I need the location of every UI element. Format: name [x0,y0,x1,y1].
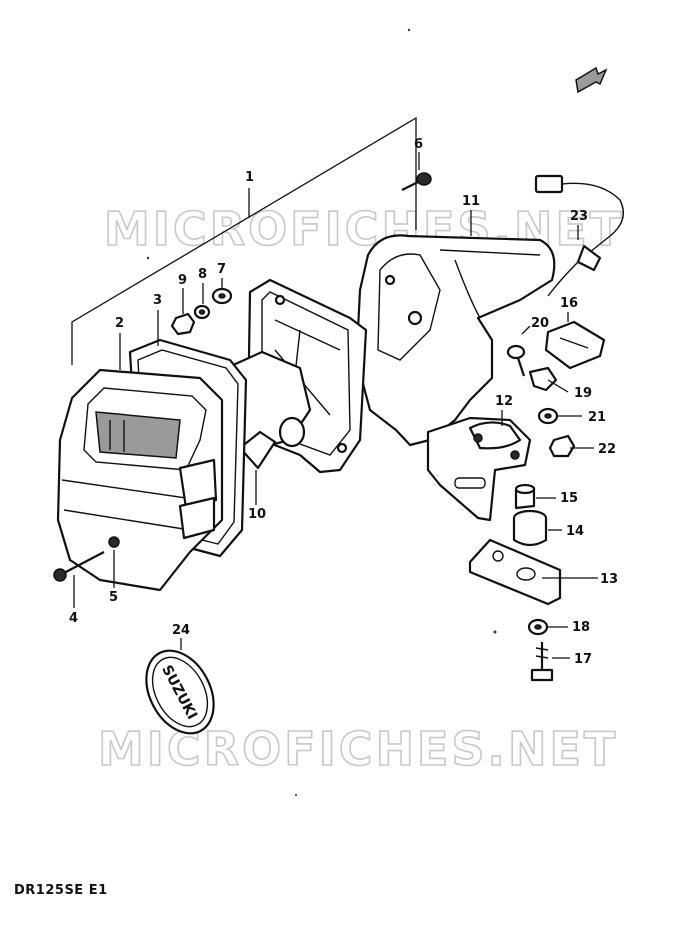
callout-5: 5 [109,590,118,605]
callout-20: 20 [531,316,549,331]
callout-13: 13 [600,572,618,587]
bracket-plate [426,416,532,522]
model-caption: DR125SE E1 [14,883,108,898]
callout-11: 11 [462,194,480,209]
nut-21 [537,407,559,425]
scan-specks [146,28,497,796]
callout-4: 4 [69,611,78,626]
callout-10: 10 [248,507,266,522]
clip-19 [528,366,558,392]
callout-2: 2 [115,316,124,331]
callout-8: 8 [198,267,207,282]
lens-screw [53,551,105,582]
callout-15: 15 [560,491,578,506]
callout-21: 21 [588,410,606,425]
callout-22: 22 [598,442,616,457]
washer-18 [527,618,549,636]
leader-lines [73,152,598,659]
callout-7: 7 [217,262,226,277]
suzuki-emblem: SUZUKI [145,649,215,735]
callout-24: 24 [172,623,190,638]
callout-12: 12 [495,394,513,409]
callout-18: 18 [572,620,590,635]
bolt-20 [506,344,526,377]
rear-fender-bracket [356,234,556,447]
nut-9 [170,312,196,336]
callout-17: 17 [574,652,592,667]
fender-screw [401,172,432,191]
callout-16: 16 [560,296,578,311]
bolt-17 [530,642,554,682]
cushion-14 [512,509,548,547]
plate-13 [468,538,562,606]
assembly-bracket [71,116,417,365]
callout-19: 19 [574,386,592,401]
nut-22 [548,434,576,458]
nut-8 [193,304,211,320]
cushion-15 [514,483,536,510]
callout-14: 14 [566,524,584,539]
callout-3: 3 [153,293,162,308]
callout-6: 6 [414,137,423,152]
callouts: 1 2 3 4 5 6 7 8 9 10 11 12 13 14 15 16 1… [69,137,618,667]
wire-harness [534,174,624,297]
callout-1: 1 [245,170,254,185]
callout-9: 9 [178,273,187,288]
clamp-16 [544,320,606,370]
tail-lamp-lens [56,368,224,592]
callout-23: 23 [570,209,588,224]
washer-7 [211,287,233,305]
direction-arrow-icon [575,66,608,94]
